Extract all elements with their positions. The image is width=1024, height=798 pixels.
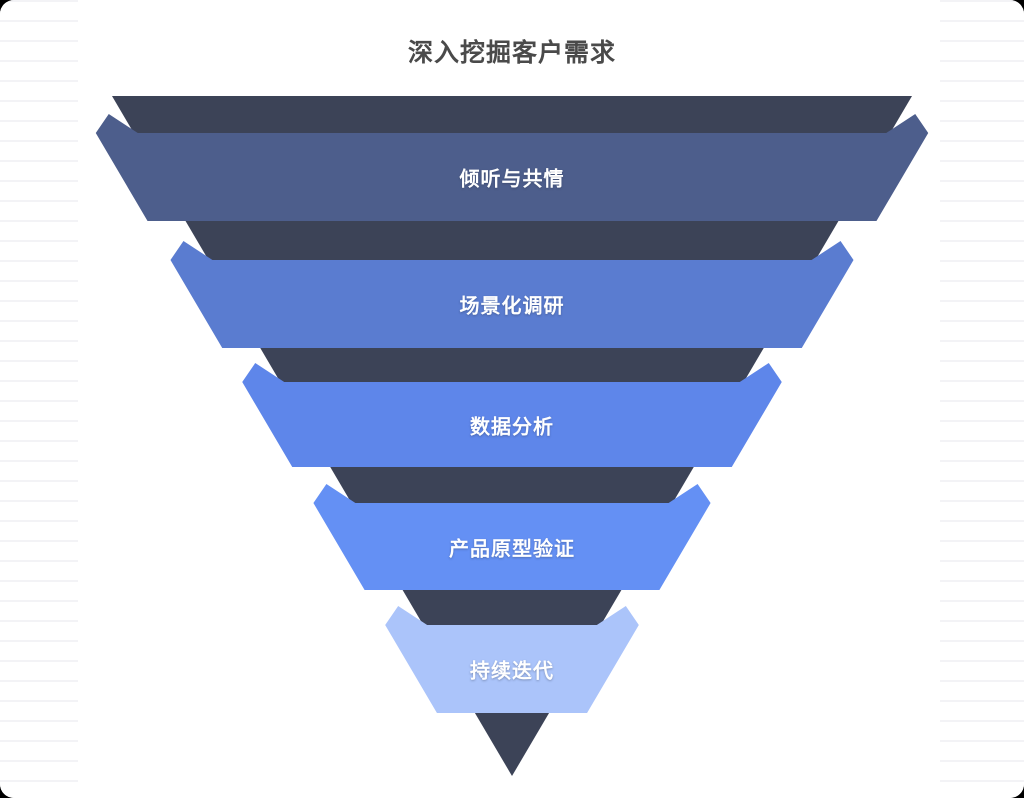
- funnel-stage-label-2: 场景化调研: [459, 295, 565, 318]
- funnel-stage-1: [95, 114, 929, 221]
- funnel-stage-label-1: 倾听与共情: [459, 168, 565, 191]
- funnel-title: 深入挖掘客户需求: [407, 39, 616, 67]
- funnel-stage-3: [242, 363, 782, 467]
- funnel-stage-4: [313, 484, 711, 590]
- funnel-stage-label-4: 产品原型验证: [449, 538, 575, 560]
- funnel-stage-2: [170, 241, 854, 348]
- funnel-stage-5: [385, 606, 639, 713]
- funnel-stage-label-3: 数据分析: [470, 416, 554, 438]
- funnel-stage-label-5: 持续迭代: [470, 660, 554, 683]
